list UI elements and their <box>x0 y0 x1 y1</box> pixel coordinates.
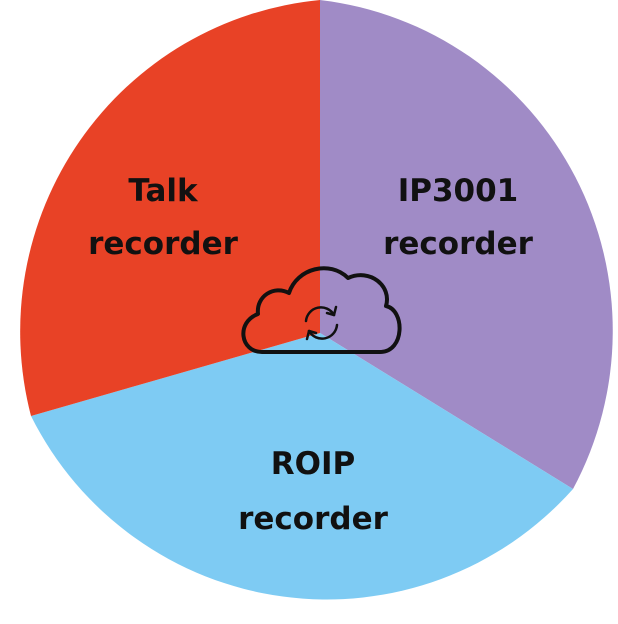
sync-arrow-top <box>304 306 336 323</box>
segment-roip[interactable] <box>31 333 573 600</box>
sync-arrow-bottom-head <box>305 329 318 341</box>
segment-roip-label-line1: ROIP <box>271 446 355 482</box>
segment-talk-label-line1: Talk <box>128 173 199 209</box>
segment-ip3001-label-line2: recorder <box>383 226 533 262</box>
segment-talk[interactable] <box>20 0 321 416</box>
segment-talk-label-line2: recorder <box>88 226 238 262</box>
sync-arrow-top-head <box>325 305 338 317</box>
cloud-sync-icon <box>241 266 402 354</box>
sync-arrow-bottom <box>307 323 339 340</box>
segment-roip-label-line2: recorder <box>238 501 388 537</box>
segment-ip3001-label-line1: IP3001 <box>398 173 519 209</box>
cloud-outline <box>241 266 402 354</box>
segment-ip3001[interactable] <box>320 0 613 489</box>
